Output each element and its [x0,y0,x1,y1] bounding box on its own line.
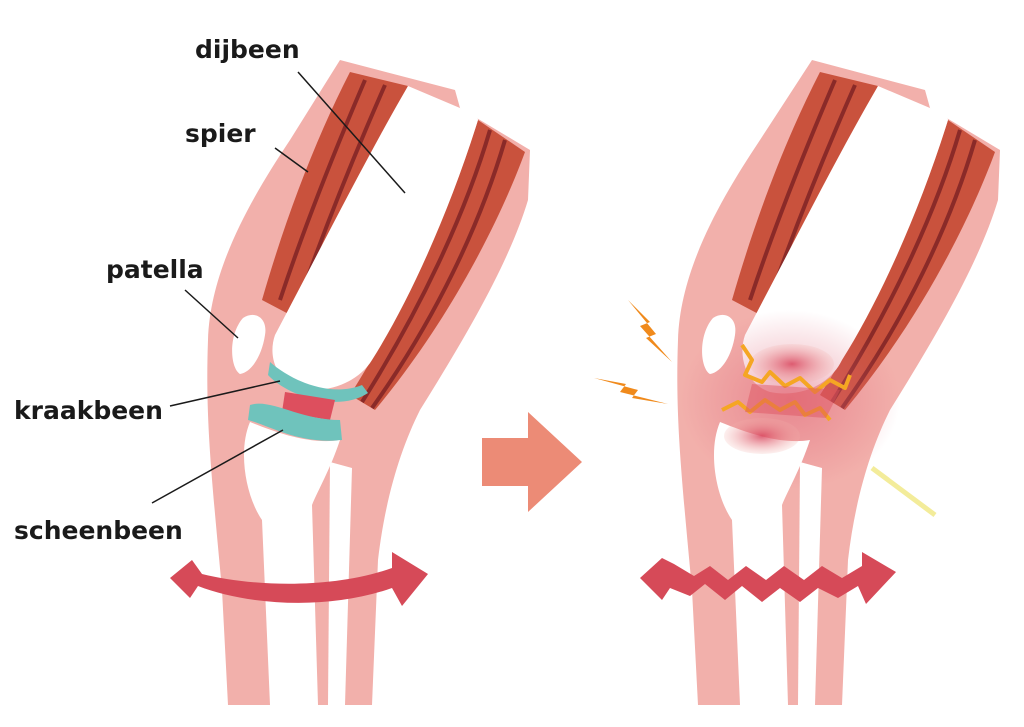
healthy-front-muscle [262,72,408,320]
lightning-spark-icon-2 [594,378,668,404]
injured-knee [594,60,1000,705]
crack-line-lower [721,398,832,422]
leader-patella [184,289,239,339]
inflamed-spot-upper [750,344,834,384]
leader-lines [151,71,406,504]
crack-line-upper [740,343,852,394]
injured-patella [702,314,736,374]
injured-rotation-arrow [640,552,896,604]
healthy-knee [170,60,530,705]
label-femur: dijbeen [195,35,300,64]
healthy-patella [232,314,266,374]
leader-tibia [151,429,284,504]
lightning-spark-icon [628,300,672,362]
healthy-femur [272,86,478,390]
label-cartilage: kraakbeen [14,396,163,425]
healthy-tibia [243,422,340,705]
damaged-joint-zone [745,384,840,418]
leader-muscle [274,147,309,173]
healthy-rotation-arrow [170,552,428,606]
inflamed-spot-lower [724,418,800,454]
label-tibia: scheenbeen [14,516,183,545]
leader-femur [297,71,406,194]
healthy-cartilage-lower [248,403,342,441]
leader-cartilage [169,380,281,407]
arrow-right-icon [482,412,582,512]
injured-front-muscle [732,72,878,320]
label-patella: patella [106,255,204,284]
pain-ray [870,465,937,518]
healthy-cartilage-upper [268,362,368,402]
label-muscle: spier [185,119,256,148]
injured-tibia [713,422,810,705]
